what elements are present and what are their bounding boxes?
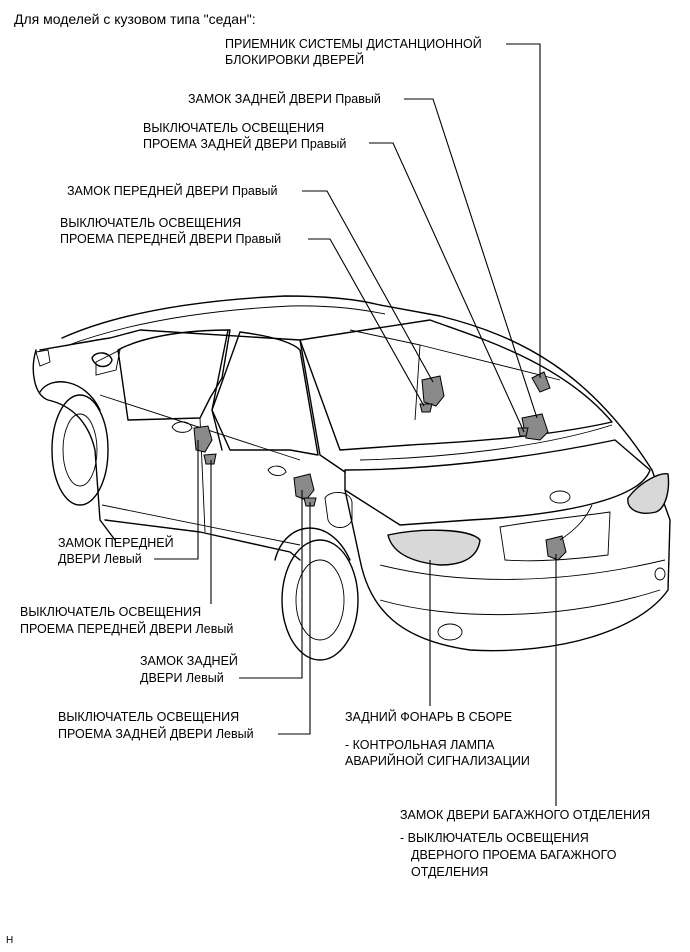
page-header: Для моделей с кузовом типа "седан": [14, 11, 256, 27]
car-roof-outline [61, 295, 653, 471]
fl-courtesy-switch-part [203, 453, 217, 465]
license-plate-recess [499, 511, 611, 562]
label-rl-courtesy-line1: ВЫКЛЮЧАТЕЛЬ ОСВЕЩЕНИЯ [58, 710, 239, 724]
rear-wheel [281, 539, 359, 661]
trunk-lock-part [545, 535, 567, 561]
label-trunk-switch-line2: ДВЕРНОГО ПРОЕМА БАГАЖНОГО [411, 848, 617, 862]
rear-bumper [344, 469, 671, 652]
rr-courtesy-switch-part [517, 427, 529, 437]
label-fl-courtesy-line1: ВЫКЛЮЧАТЕЛЬ ОСВЕЩЕНИЯ [20, 605, 201, 619]
label-fr-courtesy-line1: ВЫКЛЮЧАТЕЛЬ ОСВЕЩЕНИЯ [60, 216, 241, 230]
footer-code: H [6, 935, 13, 946]
label-rr-courtesy-line2: ПРОЕМА ЗАДНЕЙ ДВЕРИ Правый [143, 136, 346, 151]
labels: Для моделей с кузовом типа "седан": ПРИЕ… [6, 11, 650, 946]
label-fl-door-lock-line2: ДВЕРИ Левый [58, 552, 142, 566]
label-hazard-line2: АВАРИЙНОЙ СИГНАЛИЗАЦИИ [345, 753, 530, 768]
label-trunk-lock: ЗАМОК ДВЕРИ БАГАЖНОГО ОТДЕЛЕНИЯ [400, 808, 650, 822]
remote-receiver-part [531, 371, 551, 393]
leader-remote-receiver [506, 43, 541, 378]
rear-window [299, 319, 613, 451]
leader-rl-courtesy [278, 502, 311, 735]
label-trunk-switch-line3: ОТДЕЛЕНИЯ [411, 865, 488, 879]
front-wheel [51, 394, 109, 506]
car-front-fender [32, 349, 116, 541]
label-remote-receiver-line2: БЛОКИРОВКИ ДВЕРЕЙ [225, 52, 364, 67]
car-beltline [39, 329, 346, 473]
label-rl-door-lock-line2: ДВЕРИ Левый [140, 671, 224, 685]
label-tail-lamp: ЗАДНИЙ ФОНАРЬ В СБОРЕ [345, 709, 512, 724]
label-rl-door-lock-line1: ЗАМОК ЗАДНЕЙ [140, 653, 238, 668]
label-hazard-line1: - КОНТРОЛЬНАЯ ЛАМПА [345, 738, 495, 752]
rl-door-lock-part [293, 473, 315, 501]
side-mirror [91, 352, 113, 368]
label-rr-courtesy-line1: ВЫКЛЮЧАТЕЛЬ ОСВЕЩЕНИЯ [143, 121, 324, 135]
tail-lamp-right [627, 473, 670, 514]
label-fl-door-lock-line1: ЗАМОК ПЕРЕДНЕЙ [58, 535, 174, 550]
trunk-lid [344, 439, 651, 526]
leader-lines [154, 43, 557, 806]
fuel-door [324, 492, 353, 528]
fr-courtesy-switch-part [419, 403, 433, 413]
car-illustration [32, 295, 671, 661]
rear-emblem [549, 490, 571, 504]
front-door-window [117, 329, 231, 421]
label-fr-courtesy-line2: ПРОЕМА ПЕРЕДНЕЙ ДВЕРИ Правый [60, 231, 281, 246]
leader-fl-door-lock [154, 440, 199, 560]
fl-door-lock-part [193, 425, 213, 453]
leader-fr-courtesy [308, 238, 425, 407]
label-fl-courtesy-line2: ПРОЕМА ПЕРЕДНЕЙ ДВЕРИ Левый [20, 621, 233, 636]
leader-rl-door-lock [239, 490, 303, 679]
label-remote-receiver-line1: ПРИЕМНИК СИСТЕМЫ ДИСТАНЦИОННОЙ [225, 36, 482, 51]
leader-rr-door-lock [404, 98, 538, 419]
tail-lamp-left [387, 529, 481, 566]
label-trunk-switch-line1: - ВЫКЛЮЧАТЕЛЬ ОСВЕЩЕНИЯ [400, 831, 589, 845]
label-rl-courtesy-line2: ПРОЕМА ЗАДНЕЙ ДВЕРИ Левый [58, 726, 254, 741]
fr-door-lock-part [421, 375, 445, 407]
leader-rr-courtesy [369, 142, 525, 433]
leader-fr-door-lock [302, 190, 434, 383]
label-rr-door-lock: ЗАМОК ЗАДНЕЙ ДВЕРИ Правый [188, 91, 381, 106]
label-fr-door-lock: ЗАМОК ПЕРЕДНЕЙ ДВЕРИ Правый [67, 183, 278, 198]
